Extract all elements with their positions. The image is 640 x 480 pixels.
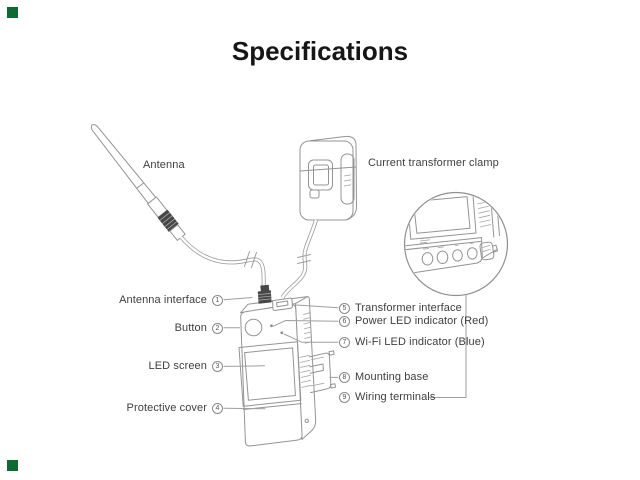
page-title: Specifications	[231, 36, 409, 66]
callout-button: Button 2	[175, 321, 223, 335]
callout-power-led: 6 Power LED indicator (Red)	[339, 314, 488, 328]
antenna-interface-connector	[260, 284, 270, 292]
device-button-shape	[244, 318, 263, 337]
callout-number: 3	[212, 360, 223, 372]
callout-wifi-led: 7 Wi-Fi LED indicator (Blue)	[339, 335, 485, 349]
antenna-drawing	[90, 124, 266, 288]
led-screen-shape	[238, 341, 302, 407]
green-corner-marker-bottom-left	[7, 460, 18, 471]
callout-label: Wi-Fi LED indicator (Blue)	[355, 336, 485, 348]
callout-number: 7	[339, 336, 350, 348]
callout-leader-lines	[223, 295, 467, 410]
green-corner-marker-top-left	[7, 7, 18, 18]
callout-led-screen: LED screen 3	[149, 359, 223, 373]
callout-label: Protective cover	[126, 402, 207, 414]
callout-label: LED screen	[148, 360, 207, 372]
transformer-clamp-drawing	[280, 135, 357, 299]
callout-number: 9	[339, 391, 350, 403]
callout-number: 6	[339, 315, 350, 327]
callout-wiring-terminals: 9 Wiring terminals	[339, 390, 435, 404]
callout-transformer-interface: 5 Transformer interface	[339, 301, 462, 315]
callout-label: Mounting base	[355, 371, 429, 383]
callout-label: Wiring terminals	[355, 391, 436, 403]
callout-number: 8	[339, 371, 350, 383]
callout-number: 5	[339, 302, 350, 314]
device-body-drawing	[238, 284, 337, 447]
callout-label: Transformer interface	[355, 302, 462, 314]
callout-number: 2	[212, 322, 223, 334]
callout-antenna-interface: Antenna interface 1	[119, 293, 223, 307]
antenna-label: Antenna	[143, 159, 185, 171]
transformer-interface-port	[272, 297, 293, 311]
callout-number: 1	[212, 294, 223, 306]
callout-number: 4	[212, 402, 223, 414]
callout-mounting-base: 8 Mounting base	[339, 370, 428, 384]
callout-label: Antenna interface	[119, 294, 207, 306]
clamp-label: Current transformer clamp	[368, 157, 499, 169]
callout-label: Button	[174, 322, 207, 334]
terminals-magnifier-circle	[403, 191, 509, 297]
power-led-dot	[270, 324, 273, 328]
callout-protective-cover: Protective cover 4	[127, 401, 223, 415]
mounting-base-bracket	[299, 350, 337, 394]
callout-label: Power LED indicator (Red)	[355, 315, 489, 327]
wifi-led-dot	[280, 331, 284, 335]
